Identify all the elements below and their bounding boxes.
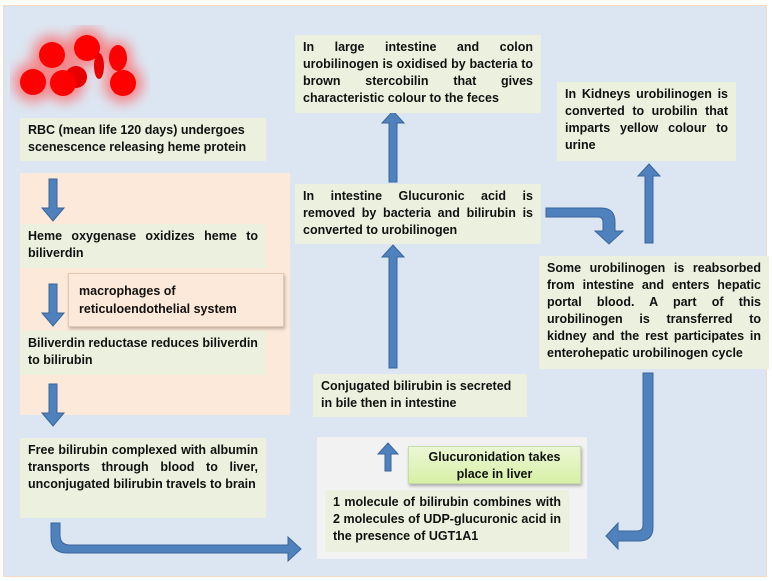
note-text: Glucuronidation takes place in liver: [428, 450, 561, 481]
arrow-return-icon: [605, 372, 654, 551]
rbc-cell: [74, 35, 100, 61]
rbc-cell: [94, 53, 104, 79]
kidney-urobilin-step: In Kidneys urobilinogen is converted to …: [557, 82, 736, 161]
urobilinogen-reabsorption-step: Some urobilinogen is reabsorbed from int…: [539, 256, 769, 369]
arrow-down-icon: [40, 178, 66, 222]
arrow-up-icon: [636, 163, 662, 244]
arrow-bend-right-icon: [50, 522, 302, 563]
intestine-urobilinogen-step: In intestine Glucuronic acid is removed …: [295, 184, 541, 244]
rbc-senescence-step: RBC (mean life 120 days) undergoes scene…: [20, 118, 266, 161]
step-text: 1 molecule of bilirubin combines with 2 …: [333, 495, 561, 543]
rbc-cell: [39, 42, 65, 68]
large-intestine-stercobilin-step: In large intestine and colon urobilinoge…: [295, 35, 541, 113]
arrow-bend-down-icon: [545, 207, 625, 245]
conjugation-step: 1 molecule of bilirubin combines with 2 …: [325, 490, 569, 552]
free-bilirubin-step: Free bilirubin complexed with albumin tr…: [20, 438, 266, 518]
rbc-cell: [20, 69, 46, 95]
step-text: Heme oxygenase oxidizes heme to biliverd…: [28, 229, 258, 260]
step-text: Biliverdin reductase reduces biliverdin …: [28, 336, 258, 367]
step-text: RBC (mean life 120 days) undergoes scene…: [28, 123, 247, 154]
arrow-down-icon: [40, 283, 66, 327]
arrow-up-icon: [376, 442, 400, 472]
macrophages-note: macrophages of reticuloendothelial syste…: [68, 273, 284, 327]
note-text: macrophages of reticuloendothelial syste…: [79, 284, 237, 316]
step-text: Some urobilinogen is reabsorbed from int…: [547, 261, 761, 360]
rbc-cell: [109, 45, 127, 71]
rbc-cell: [50, 70, 76, 96]
arrow-up-icon: [380, 244, 406, 369]
bile-secretion-step: Conjugated bilirubin is secreted in bile…: [313, 374, 527, 417]
step-text: In intestine Glucuronic acid is removed …: [303, 189, 533, 237]
step-text: Free bilirubin complexed with albumin tr…: [28, 443, 258, 491]
red-blood-cells-icon: [13, 28, 143, 103]
biliverdin-reductase-step: Biliverdin reductase reduces biliverdin …: [20, 331, 266, 375]
step-text: In Kidneys urobilinogen is converted to …: [565, 87, 728, 152]
arrow-down-icon: [40, 383, 66, 427]
heme-oxygenase-step: Heme oxygenase oxidizes heme to biliverd…: [20, 224, 266, 268]
step-text: Conjugated bilirubin is secreted in bile…: [321, 379, 512, 410]
rbc-cell: [110, 70, 136, 96]
arrow-up-icon: [380, 110, 406, 183]
step-text: In large intestine and colon urobilinoge…: [303, 40, 533, 105]
glucuronidation-note: Glucuronidation takes place in liver: [408, 446, 581, 484]
